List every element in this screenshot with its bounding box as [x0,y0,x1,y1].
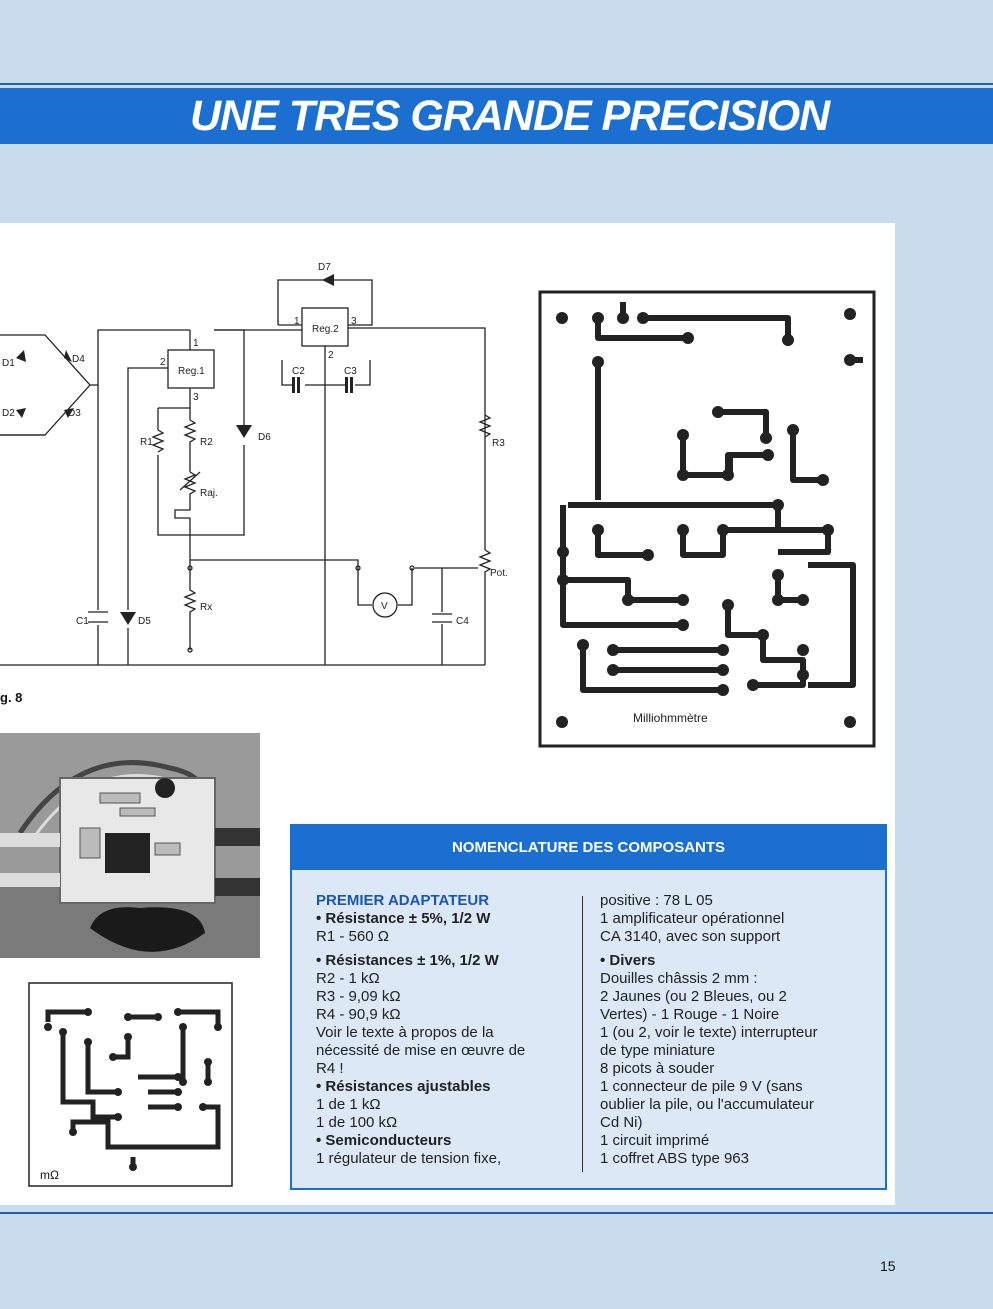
pin-3-reg2: 3 [351,316,357,327]
label-raj: Raj. [200,488,218,499]
component-line: 1 circuit imprimé [600,1132,710,1149]
component-category: • Résistances ± 1%, 1/2 W [316,952,499,969]
component-line: Cd Ni) [600,1114,643,1131]
pin-1-reg2: 1 [294,316,300,327]
label-c2: C2 [292,366,305,377]
component-line: 1 connecteur de pile 9 V (sans [600,1078,803,1095]
component-line: 1 de 100 kΩ [316,1114,398,1131]
column-divider [582,896,583,1172]
label-d7: D7 [318,262,331,273]
component-category: • Résistance ± 5%, 1/2 W [316,910,491,927]
component-line: 2 Jaunes (ou 2 Bleues, ou 2 [600,988,787,1005]
component-category: • Résistances ajustables [316,1078,491,1095]
label-d2: D2 [2,408,15,419]
small-pcb-caption: mΩ [40,1168,59,1182]
section-heading: PREMIER ADAPTATEUR [316,892,490,909]
component-line: 1 amplificateur opérationnel [600,910,785,927]
label-d5: D5 [138,616,151,627]
label-d4: D4 [72,354,85,365]
component-line: 1 (ou 2, voir le texte) interrupteur [600,1024,818,1041]
component-line: oublier la pile, ou l'accumulateur [600,1096,814,1113]
component-line: R1 - 560 Ω [316,928,389,945]
pin-1-reg1: 1 [193,338,199,349]
component-line: de type miniature [600,1042,716,1059]
component-line: Voir le texte à propos de la [316,1024,494,1041]
label-pot: Pot. [490,568,508,579]
pin-3-reg1: 3 [193,392,199,403]
nomenclature-column-1: PREMIER ADAPTATEUR • Résistance ± 5%, 1/… [316,892,576,1168]
label-reg1: Reg.1 [178,366,205,377]
pcb-caption: Milliohmmètre [633,711,708,725]
assembled-board-photo [0,733,260,958]
component-line: Douilles châssis 2 mm : [600,970,758,987]
component-line: 8 picots à souder [600,1060,715,1077]
page-title: UNE TRES GRANDE PRECISION [190,92,830,140]
component-line: Vertes) - 1 Rouge - 1 Noire [600,1006,780,1023]
label-voltmeter: V [381,601,388,612]
component-category: • Semiconducteurs [316,1132,452,1149]
label-reg2: Reg.2 [312,324,339,335]
label-d3: D3 [68,408,81,419]
pcb-layout-small [28,982,233,1187]
label-c4: C4 [456,616,469,627]
component-line: 1 de 1 kΩ [316,1096,381,1113]
label-c1: C1 [76,616,89,627]
circuit-schematic: D7 Reg.2 Reg.1 D1 D4 D2 D3 R1 R2 D6 R3 R… [0,262,508,666]
component-category: • Divers [600,952,656,969]
title-band [0,88,993,144]
nomenclature-heading: NOMENCLATURE DES COMPOSANTS [292,826,885,870]
label-d1: D1 [2,358,15,369]
component-line: positive : 78 L 05 [600,892,713,909]
label-d6: D6 [258,432,271,443]
figure-label: g. 8 [0,690,23,705]
nomenclature-box: NOMENCLATURE DES COMPOSANTS PREMIER ADAP… [290,824,887,1190]
label-r3: R3 [492,438,505,449]
label-rx: Rx [200,602,212,613]
component-line: R2 - 1 kΩ [316,970,380,987]
component-line: 1 régulateur de tension fixe, [316,1150,502,1167]
label-c3: C3 [344,366,357,377]
footer-rule [0,1212,993,1214]
component-line: R4 ! [316,1060,344,1077]
pin-2-reg1: 2 [160,357,166,368]
component-line: CA 3140, avec son support [600,928,781,945]
label-r2: R2 [200,437,213,448]
component-line: 1 coffret ABS type 963 [600,1150,749,1167]
page-number: 15 [880,1258,896,1274]
header-rule [0,83,993,85]
component-line: nécessité de mise en œuvre de [316,1042,526,1059]
pcb-layout-milliohmmetre: Milliohmmètre [538,290,876,748]
pin-2-reg2: 2 [328,350,334,361]
label-r1: R1 [140,437,153,448]
component-line: R3 - 9,09 kΩ [316,988,401,1005]
component-line: R4 - 90,9 kΩ [316,1006,401,1023]
